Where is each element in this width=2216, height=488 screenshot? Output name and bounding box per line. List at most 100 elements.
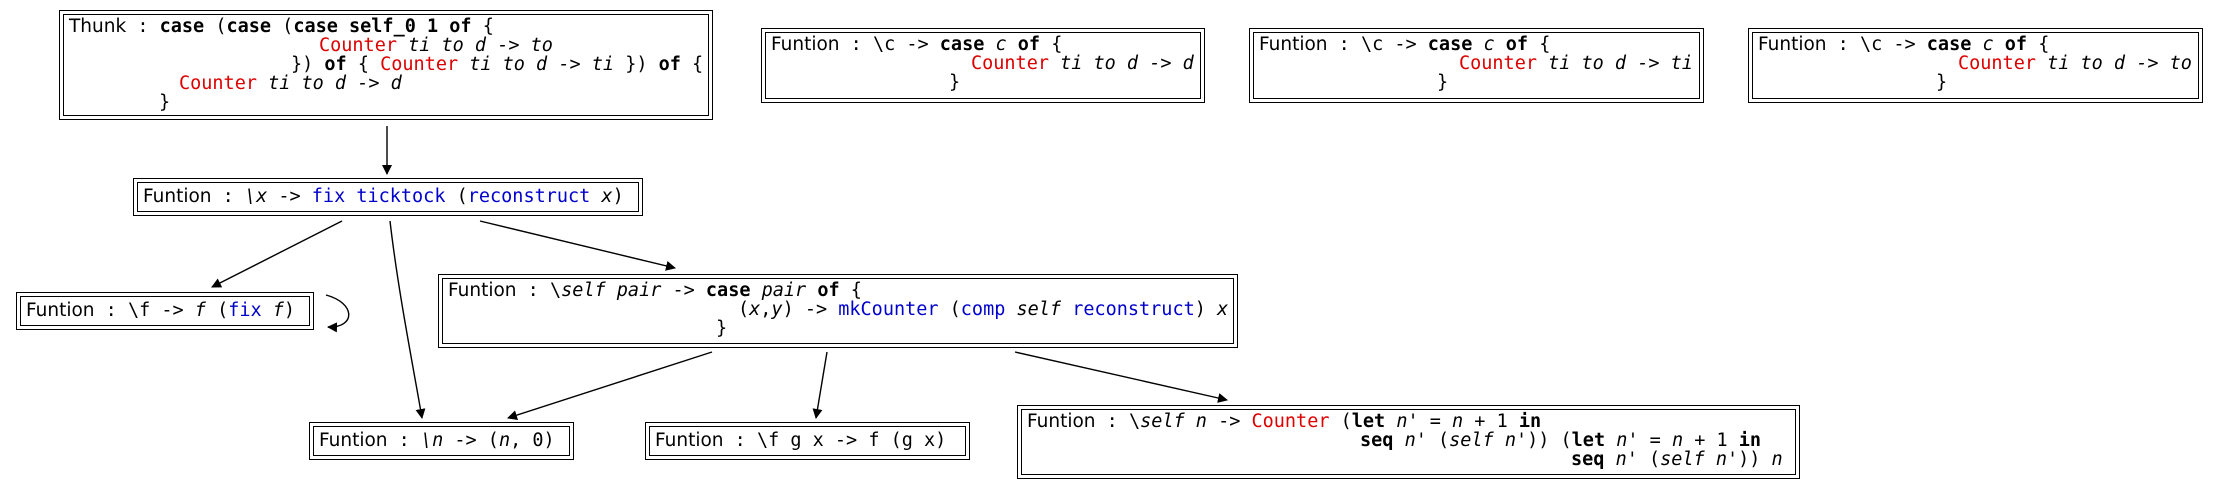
arrow: -> [1637, 53, 1660, 74]
arrow: -> [672, 280, 695, 301]
keyword-case: case [159, 16, 205, 37]
separator: : [1327, 34, 1361, 55]
keyword-of: of [449, 16, 472, 37]
node-thunk[interactable]: Thunk : case (case (case self_0 1 of { C… [59, 10, 713, 120]
constructor-counter: Counter [179, 73, 257, 94]
var-x: x [601, 186, 613, 207]
node-case-to[interactable]: Funtion : \c -> case c of { Counter ti t… [1748, 28, 2203, 103]
arrow: -> [454, 430, 477, 451]
var-n-prime: n' [1715, 449, 1739, 470]
node-thunk-body: Thunk : case (case (case self_0 1 of { C… [63, 14, 709, 116]
pattern-vars: ti to d [1060, 53, 1139, 74]
lambda-params: \f g x [756, 430, 824, 451]
function-reconstruct: reconstruct [1072, 299, 1195, 320]
arrow: -> [558, 54, 581, 75]
node-kind-label: Funtion [771, 34, 840, 55]
arrow: -> [357, 73, 380, 94]
lambda: \ [1128, 411, 1141, 432]
node-case-ti[interactable]: Funtion : \c -> case c of { Counter ti t… [1249, 28, 1704, 103]
node-kind-label: Funtion [448, 280, 517, 301]
keyword-case: case [1926, 34, 1972, 55]
node-compose[interactable]: Funtion : \f g x -> f (g x) [645, 422, 970, 460]
function-fix: fix [311, 186, 346, 207]
lambda-param: \n [420, 430, 444, 451]
comma: , [760, 299, 772, 320]
node-case-to-body: Funtion : \c -> case c of { Counter ti t… [1752, 32, 2199, 99]
param-pair: pair [616, 280, 662, 301]
close-paren: )) [1738, 449, 1772, 470]
keyword-in: in [1738, 430, 1762, 451]
node-kind-label: Funtion [319, 430, 388, 451]
var-n-prime: n' [1616, 430, 1639, 451]
keyword-of: of [658, 54, 681, 75]
equals: = [1418, 411, 1453, 432]
node-kind-label: Thunk [69, 16, 127, 37]
arrow: -> [1394, 34, 1417, 55]
result-var: to [530, 35, 553, 56]
separator: : [211, 186, 245, 207]
lambda: \ [549, 280, 562, 301]
open-paren: ( [1340, 411, 1352, 432]
node-self-pair[interactable]: Funtion : \self pair -> case pair of { (… [438, 274, 1238, 348]
edge-fix-f-self-loop [325, 294, 350, 333]
result-var: ti [591, 54, 615, 75]
keyword-of: of [1017, 34, 1041, 55]
var-self: self [1016, 299, 1062, 320]
var-n: n [1671, 430, 1684, 451]
scrutinee: c [1982, 34, 1994, 55]
close-brace: } [1936, 72, 1948, 93]
var-n-prime: n' [1404, 430, 1427, 451]
arrow: -> [804, 299, 828, 320]
node-fix-f[interactable]: Funtion : \f -> f (fix f) [16, 292, 314, 330]
brace: { [357, 54, 369, 75]
open-paren: ( [949, 299, 961, 320]
constructor-counter: Counter [319, 35, 397, 56]
close-paren: ) [782, 299, 794, 320]
edge-fix-ticktock-to-self-pair [479, 220, 676, 271]
node-kind-label: Funtion [1758, 34, 1827, 55]
function-fix: fix [228, 300, 262, 321]
close-paren: ) [612, 186, 624, 207]
keyword-of: of [817, 280, 840, 301]
node-fix-ticktock[interactable]: Funtion : \x -> fix ticktock (reconstruc… [133, 178, 643, 216]
node-kind-label: Funtion [1027, 411, 1096, 432]
node-case-d[interactable]: Funtion : \c -> case c of { Counter ti t… [761, 28, 1205, 103]
arrow: -> [1218, 411, 1241, 432]
arrow: -> [2136, 53, 2159, 74]
close-brace: } [159, 92, 171, 113]
var-x: x [1217, 299, 1229, 320]
compose-body: f (g x) [868, 430, 947, 451]
keyword-let: let [1571, 430, 1606, 451]
edge-self-pair-to-n-pair [507, 351, 713, 420]
node-case-d-body: Funtion : \c -> case c of { Counter ti t… [765, 32, 1201, 99]
function-mkcounter: mkCounter [838, 299, 939, 320]
lambda-param: \c [872, 34, 896, 55]
node-n-pair[interactable]: Funtion : \n -> (n, 0) [309, 422, 574, 460]
tuple-rest: , 0) [510, 430, 555, 451]
keyword-of: of [1505, 34, 1529, 55]
var-f: f [272, 300, 284, 321]
separator: : [126, 16, 160, 37]
node-kind-label: Funtion [1259, 34, 1328, 55]
node-fix-f-body: Funtion : \f -> f (fix f) [20, 296, 310, 326]
pattern-vars: ti to d [268, 73, 347, 94]
keyword-of: of [2004, 34, 2028, 55]
plus-one: + 1 [1683, 430, 1739, 451]
open-paren: ( [487, 430, 499, 451]
brace: { [2038, 34, 2050, 55]
function-reconstruct: reconstruct [467, 186, 591, 207]
equals: = [1638, 430, 1672, 451]
arrow: -> [278, 186, 301, 207]
var-n-prime: n' [1504, 430, 1528, 451]
var-n: n [1771, 449, 1783, 470]
lambda-param: \f [127, 300, 151, 321]
node-compose-body: Funtion : \f g x -> f (g x) [649, 426, 966, 456]
var-x: x [749, 299, 761, 320]
scrutinee: c [1483, 34, 1495, 55]
lambda-param: \c [1360, 34, 1384, 55]
param-self: self [561, 280, 606, 301]
edge-fix-ticktock-to-n-pair [389, 220, 426, 419]
node-self-n[interactable]: Funtion : \self n -> Counter (let n' = n… [1017, 405, 1800, 479]
node-kind-label: Funtion [655, 430, 724, 451]
result-var: to [2169, 53, 2192, 74]
